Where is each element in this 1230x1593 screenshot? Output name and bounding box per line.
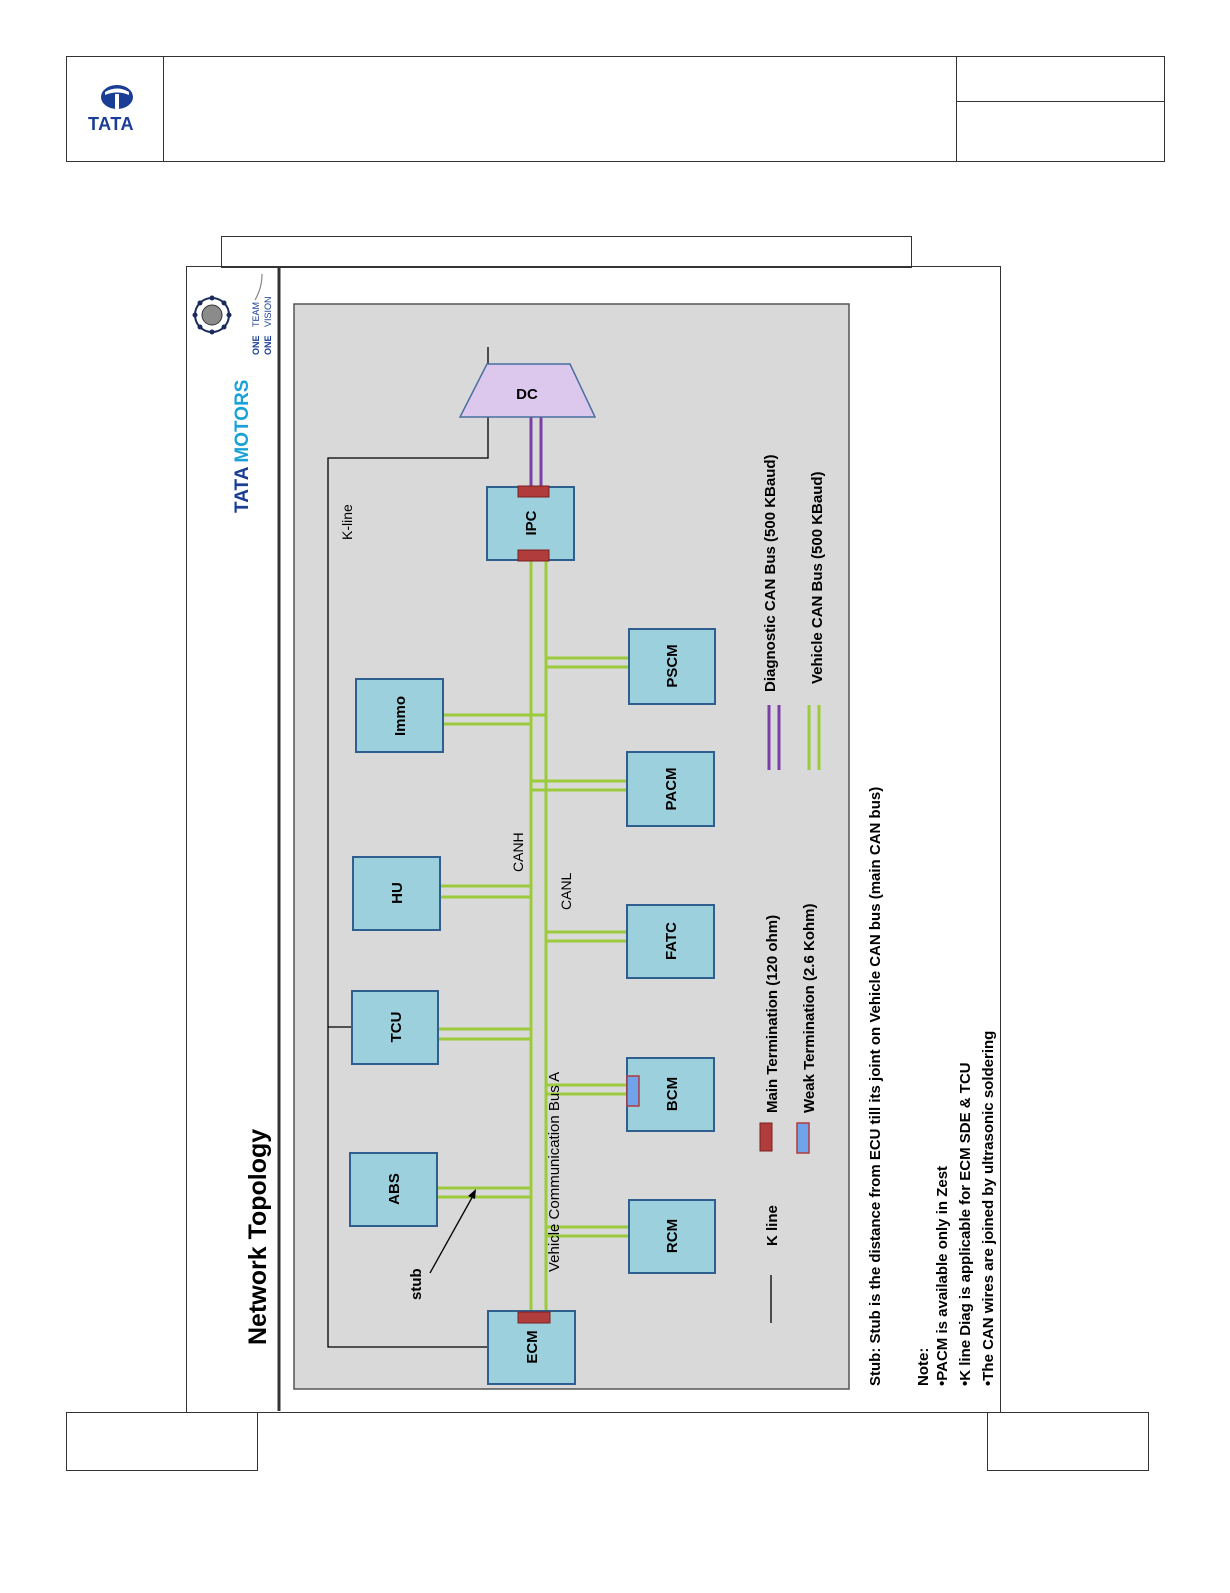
node-pscm <box>628 628 716 705</box>
header-frame <box>66 56 1165 162</box>
stub-arrowhead-icon <box>468 1189 476 1199</box>
k-line-wiring <box>327 347 489 1348</box>
tag-one-2: ONE <box>263 335 273 355</box>
legend-main-term-text: Main Termination (120 ohm) <box>764 915 781 1113</box>
ecu-node-labels: IPC Immo HU TCU ABS ECM PSCM PACM FATC B… <box>386 510 681 1363</box>
stub-label: stub <box>408 1268 425 1300</box>
brand-word-tata: TATA <box>232 466 253 513</box>
node-fatc <box>626 904 715 979</box>
tata-logo: TATA <box>84 78 150 138</box>
footer-box-right <box>987 1412 1149 1471</box>
vehicle-can-bus <box>437 557 629 1312</box>
ipc-main-termination-top <box>517 485 550 498</box>
stub-arrow <box>429 1193 475 1274</box>
node-pacm-label: PACM <box>663 767 680 810</box>
canl-label: CANL <box>558 872 574 910</box>
brand-word-motors: MOTORS <box>232 380 253 463</box>
node-fatc-label: FATC <box>663 922 680 960</box>
node-dc <box>458 363 597 418</box>
legend-diag-can-text: Diagnostic CAN Bus (500 KBaud) <box>762 454 779 692</box>
ecu-nodes <box>349 486 716 1385</box>
k-line-label: K-line <box>339 504 355 540</box>
stub-note: Stub: Stub is the distance from ECU till… <box>867 787 884 1386</box>
node-pscm-label: PSCM <box>664 644 681 687</box>
slide-frame <box>186 266 1001 1413</box>
node-tcu <box>351 990 439 1065</box>
node-immo <box>355 678 444 753</box>
node-tcu-label: TCU <box>388 1012 405 1043</box>
node-hu <box>352 856 441 931</box>
legend-k-line-text: K line <box>764 1205 781 1246</box>
node-bcm-label: BCM <box>664 1077 681 1111</box>
notes-heading: Note: <box>915 1348 932 1386</box>
legend-main-term-swatch <box>759 1122 773 1152</box>
tata-emblem-icon <box>101 85 133 109</box>
legend-weak-term-swatch <box>796 1122 810 1154</box>
note-item-3: •The CAN wires are joined by ultrasonic … <box>980 1031 997 1386</box>
node-ipc <box>486 486 575 561</box>
node-immo-label: Immo <box>392 696 409 736</box>
bcm-weak-termination <box>626 1075 640 1107</box>
node-ecm-label: ECM <box>524 1330 541 1363</box>
node-hu-label: HU <box>389 882 406 904</box>
note-item-2: •K line Diag is applicable for ECM SDE &… <box>957 1062 974 1386</box>
legend-weak-term-text: Weak Termination (2.6 Kohm) <box>801 904 818 1113</box>
node-abs-label: ABS <box>386 1173 403 1205</box>
node-pacm <box>626 751 715 827</box>
brand-text: TATA MOTORS <box>232 380 253 513</box>
legend-vehicle-can-text: Vehicle CAN Bus (500 KBaud) <box>809 471 826 684</box>
footer-box-left <box>66 1412 258 1471</box>
note-item-1: •PACM is available only in Zest <box>934 1166 951 1386</box>
node-rcm <box>628 1199 716 1274</box>
legend-diag-can-swatch <box>767 705 781 770</box>
legend-vehicle-can-swatch <box>807 705 821 770</box>
node-rcm-label: RCM <box>664 1219 681 1253</box>
node-abs <box>349 1152 438 1227</box>
company-emblem-icon <box>192 295 232 335</box>
diagram-title: Network Topology <box>244 1129 272 1345</box>
node-dc-label: DC <box>516 386 538 403</box>
ipc-main-termination-bottom <box>517 549 550 562</box>
tag-vision: VISION <box>263 296 273 327</box>
bus-name-label: Vehicle Communication Bus A <box>546 1072 563 1272</box>
ecm-main-termination <box>517 1311 551 1324</box>
header-divider-row <box>956 101 1165 102</box>
node-bcm <box>626 1057 715 1132</box>
header-divider-left <box>163 56 164 162</box>
node-ipc-label: IPC <box>523 510 540 535</box>
tag-one-1: ONE <box>251 335 261 355</box>
tag-team: TEAM <box>251 302 261 327</box>
diagnostic-can-bus <box>529 417 543 487</box>
header-divider-right <box>956 56 957 162</box>
slide-top-tab <box>221 236 912 268</box>
tata-logo-text: TATA <box>88 114 134 134</box>
canh-label: CANH <box>510 832 526 872</box>
tag-swoosh-icon <box>254 273 263 301</box>
